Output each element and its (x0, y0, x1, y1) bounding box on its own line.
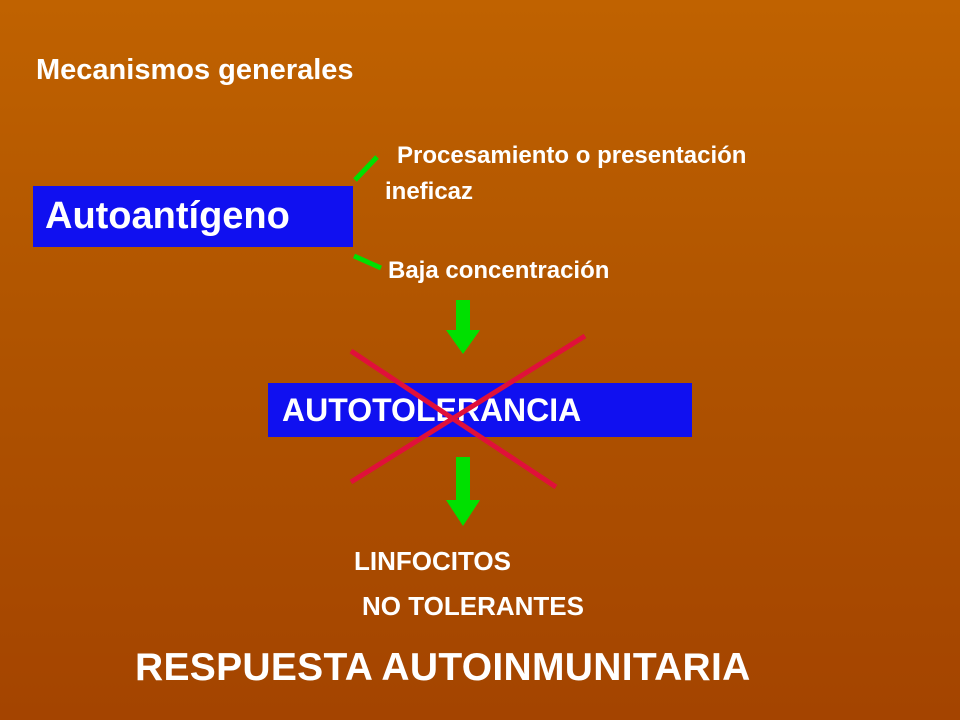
connector-line-upper (353, 155, 379, 182)
autoantigen-box: Autoantígeno (33, 186, 353, 247)
non-tolerant-label: NO TOLERANTES (362, 591, 584, 621)
mechanism-item-low-concentration: Baja concentración (388, 257, 610, 284)
autoantigen-label: Autoantígeno (45, 195, 290, 237)
mechanism-item-processing: Procesamiento o presentación ineficaz (385, 138, 875, 210)
autotolerance-label: AUTOTOLERANCIA (282, 392, 582, 428)
down-arrow-lower-icon (446, 457, 480, 526)
connector-line-lower (352, 253, 383, 271)
down-arrow-upper-icon (446, 300, 480, 354)
autotolerance-box: AUTOTOLERANCIA (268, 383, 692, 437)
mechanism-processing-line2: ineficaz (385, 178, 474, 205)
mechanism-processing-line1: Procesamiento o presentación (397, 142, 747, 169)
lymphocytes-label: LINFOCITOS (354, 546, 511, 576)
autoimmune-response-label: RESPUESTA AUTOINMUNITARIA (135, 646, 751, 689)
slide-title: Mecanismos generales (36, 54, 354, 86)
